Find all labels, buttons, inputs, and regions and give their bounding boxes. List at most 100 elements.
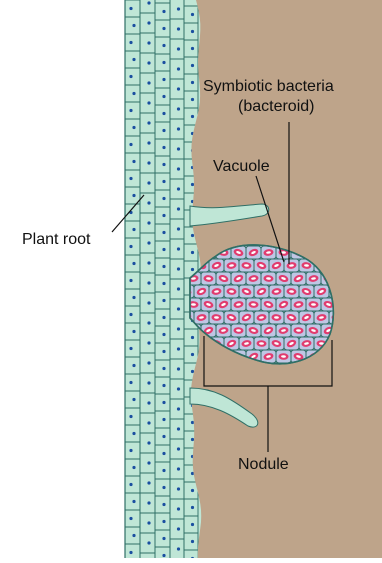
root-cell-nucleus xyxy=(177,527,180,530)
root-cell-nucleus xyxy=(132,296,135,299)
root-cell-nucleus xyxy=(147,321,150,324)
root-cell-nucleus xyxy=(162,469,165,472)
root-cell-nucleus xyxy=(129,347,132,350)
root-cell-nucleus xyxy=(129,517,132,520)
root-cell-nucleus xyxy=(147,41,150,44)
root-cell-nucleus xyxy=(191,540,194,543)
root-cell-nucleus xyxy=(177,67,180,70)
root-cell-nucleus xyxy=(162,78,165,81)
root-cell-nucleus xyxy=(147,81,150,84)
root-cell-nucleus xyxy=(177,27,180,30)
root-cell-nucleus xyxy=(132,500,135,503)
root-cell-nucleus xyxy=(147,261,150,264)
root-cell-nucleus xyxy=(177,107,180,110)
root-cell-nucleus xyxy=(147,521,150,524)
root-cell-nucleus xyxy=(162,350,165,353)
root-cell-nucleus xyxy=(191,336,194,339)
root-cell-nucleus xyxy=(147,421,150,424)
root-cell-nucleus xyxy=(191,370,194,373)
root-cell-nucleus xyxy=(129,279,132,282)
root-cell-nucleus xyxy=(177,87,180,90)
root-cell-nucleus xyxy=(191,64,194,67)
root-cell-nucleus xyxy=(177,487,180,490)
root-cell-nucleus xyxy=(129,415,132,418)
root-cell-nucleus xyxy=(177,347,180,350)
root-cell-nucleus xyxy=(177,167,180,170)
root-cell-nucleus xyxy=(162,61,165,64)
root-cell-nucleus xyxy=(132,160,135,163)
root-cell-nucleus xyxy=(129,177,132,180)
root-cell-nucleus xyxy=(162,112,165,115)
root-cell-nucleus xyxy=(162,197,165,200)
root-cell-nucleus xyxy=(132,262,135,265)
root-cell-nucleus xyxy=(191,115,194,118)
root-cell-nucleus xyxy=(132,364,135,367)
root-cell-nucleus xyxy=(162,265,165,268)
root-cell-nucleus xyxy=(147,1,150,4)
root-cell-nucleus xyxy=(129,245,132,248)
root-cell-nucleus xyxy=(162,554,165,557)
root-cell-nucleus xyxy=(191,251,194,254)
root-cell-nucleus xyxy=(191,13,194,16)
root-cell-nucleus xyxy=(177,47,180,50)
root-cell-nucleus xyxy=(162,282,165,285)
root-cell-nucleus xyxy=(177,267,180,270)
root-cell-nucleus xyxy=(162,95,165,98)
root-cell-nucleus xyxy=(177,407,180,410)
root-cell-nucleus xyxy=(191,30,194,33)
root-cell-nucleus xyxy=(162,537,165,540)
root-cell-nucleus xyxy=(191,438,194,441)
root-cell-nucleus xyxy=(177,287,180,290)
root-cell-nucleus xyxy=(162,401,165,404)
root-cell-nucleus xyxy=(162,248,165,251)
root-cell-nucleus xyxy=(162,520,165,523)
root-cell-nucleus xyxy=(177,207,180,210)
root-cell-nucleus xyxy=(177,327,180,330)
root-cell-nucleus xyxy=(191,183,194,186)
root-cell-nucleus xyxy=(147,441,150,444)
root-cell-nucleus xyxy=(162,486,165,489)
root-cell-nucleus xyxy=(132,24,135,27)
root-cell-nucleus xyxy=(147,301,150,304)
root-cell-nucleus xyxy=(177,367,180,370)
root-cell-nucleus xyxy=(129,143,132,146)
root-cell-nucleus xyxy=(147,121,150,124)
root-cell-nucleus xyxy=(162,452,165,455)
root-cell-nucleus xyxy=(129,109,132,112)
root-cell-nucleus xyxy=(162,316,165,319)
root-cell-nucleus xyxy=(129,381,132,384)
root-cell-nucleus xyxy=(191,234,194,237)
root-cell-nucleus xyxy=(162,214,165,217)
root-cell-nucleus xyxy=(147,401,150,404)
root-cell-nucleus xyxy=(132,432,135,435)
root-cell-nucleus xyxy=(162,231,165,234)
root-cell-nucleus xyxy=(162,384,165,387)
root-cell-nucleus xyxy=(132,228,135,231)
label-symbiotic-bacteria: Symbiotic bacteria xyxy=(203,78,334,96)
root-cell-nucleus xyxy=(162,333,165,336)
root-cell-nucleus xyxy=(132,466,135,469)
root-cell-nucleus xyxy=(147,181,150,184)
label-vacuole: Vacuole xyxy=(213,158,270,176)
root-cell-nucleus xyxy=(177,127,180,130)
root-cell-nucleus xyxy=(132,194,135,197)
label-nodule: Nodule xyxy=(238,456,289,474)
root-cell-nucleus xyxy=(147,21,150,24)
root-cell-nucleus xyxy=(147,101,150,104)
root-cell-nucleus xyxy=(177,247,180,250)
root-cell-nucleus xyxy=(177,547,180,550)
root-cell-nucleus xyxy=(132,398,135,401)
root-cell-nucleus xyxy=(147,381,150,384)
root-cell-nucleus xyxy=(132,330,135,333)
root-cell-nucleus xyxy=(191,47,194,50)
root-cell-nucleus xyxy=(191,523,194,526)
root-cell-nucleus xyxy=(177,307,180,310)
root-cell-nucleus xyxy=(147,241,150,244)
root-cell-nucleus xyxy=(162,163,165,166)
root-cell-nucleus xyxy=(177,227,180,230)
root-cell-nucleus xyxy=(162,418,165,421)
root-cell-nucleus xyxy=(147,341,150,344)
root-cell-nucleus xyxy=(162,299,165,302)
root-cell-nucleus xyxy=(191,506,194,509)
